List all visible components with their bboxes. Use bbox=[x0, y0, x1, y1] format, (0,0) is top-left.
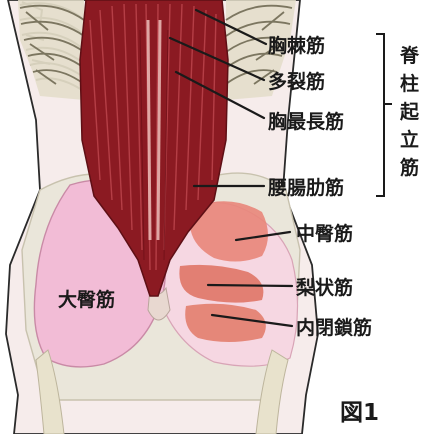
obturator-internus-muscle bbox=[185, 304, 266, 342]
label-gluteus-maximus: 大臀筋 bbox=[58, 288, 115, 311]
leader-piriformis bbox=[208, 285, 292, 286]
label-spinalis: 胸棘筋 bbox=[268, 34, 325, 57]
label-erector-char-2: 起 bbox=[399, 101, 420, 123]
label-gluteus-medius: 中臀筋 bbox=[296, 222, 353, 245]
label-erector-char-3: 立 bbox=[400, 128, 419, 151]
label-piriformis: 梨状筋 bbox=[295, 276, 353, 299]
label-longissimus: 胸最長筋 bbox=[268, 110, 344, 133]
label-multifidus: 多裂筋 bbox=[268, 70, 325, 93]
figure-number: 図1 bbox=[340, 400, 379, 426]
label-obturator-internus: 内閉鎖筋 bbox=[296, 316, 372, 339]
label-erector-char-0: 脊 bbox=[399, 44, 420, 67]
erector-bracket bbox=[376, 34, 392, 196]
label-iliocostalis: 腰腸肋筋 bbox=[267, 176, 344, 199]
label-erector-char-1: 柱 bbox=[400, 72, 419, 95]
label-erector-char-4: 筋 bbox=[400, 156, 419, 179]
